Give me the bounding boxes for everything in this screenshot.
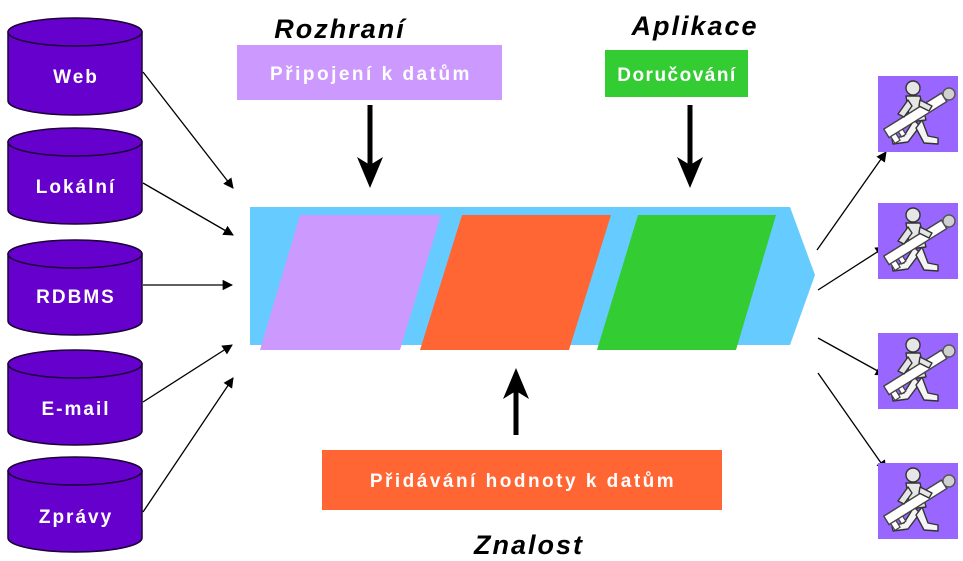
user-3 [878, 333, 958, 409]
value-add-stage-block [420, 215, 611, 350]
database-cylinder-icon [7, 363, 143, 446]
output-arrow [816, 151, 887, 251]
source-label: RDBMS [36, 287, 116, 308]
user-1 [878, 76, 958, 152]
input-arrow [142, 377, 234, 513]
source-label: Web [53, 67, 99, 88]
database-cylinder-icon [7, 470, 143, 553]
input-arrow [142, 344, 233, 403]
database-cylinder-top [7, 349, 143, 379]
database-cylinder-top [7, 239, 143, 269]
database-cylinder-top [7, 17, 143, 47]
application-down-arrow [677, 105, 703, 188]
source-news: Zprávy [7, 456, 143, 553]
source-local: Lokální [7, 127, 143, 225]
output-arrows [816, 151, 887, 471]
interface-down-arrow [357, 105, 383, 188]
input-arrow [142, 71, 234, 189]
source-label: E-mail [41, 399, 110, 420]
value-add-box-label: Přidávání hodnoty k datům [370, 471, 676, 492]
database-cylinder-icon [7, 31, 143, 116]
input-arrow [142, 182, 234, 236]
arrow-head [503, 368, 529, 399]
interface-stage-block [260, 215, 441, 350]
output-arrow [817, 372, 887, 471]
application-title: Aplikace [630, 11, 758, 41]
knowledge-up-arrow [503, 368, 529, 435]
arrow-head [357, 157, 383, 188]
source-label: Lokální [36, 177, 117, 198]
source-label: Zprávy [39, 507, 113, 528]
input-arrows [142, 71, 234, 513]
output-arrow [817, 246, 886, 291]
source-rdbms: RDBMS [7, 239, 143, 336]
user-4 [878, 463, 958, 539]
application-stage-block [597, 215, 776, 350]
user-2 [878, 203, 958, 279]
database-cylinder-icon [7, 253, 143, 336]
value-add-box [322, 450, 722, 510]
pipeline-band [250, 207, 815, 350]
database-cylinder-top [7, 127, 143, 157]
interface-box [237, 45, 502, 100]
source-email: E-mail [7, 349, 143, 446]
interface-title: Rozhraní [274, 14, 407, 44]
database-cylinder-top [7, 456, 143, 486]
delivery-box-label: Doručování [617, 65, 737, 86]
knowledge-title: Znalost [473, 530, 584, 560]
interface-box-label: Připojení k datům [270, 64, 472, 85]
source-web: Web [7, 17, 143, 116]
output-arrow [817, 337, 886, 376]
delivery-box [605, 50, 748, 97]
arrow-head [677, 157, 703, 188]
database-cylinder-icon [7, 141, 143, 225]
